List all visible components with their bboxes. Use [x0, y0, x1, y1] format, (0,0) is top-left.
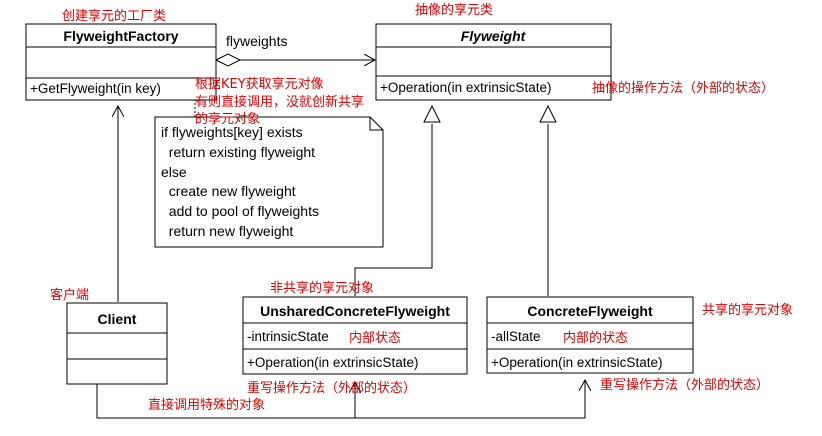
annotation-client: 客户端 — [50, 287, 89, 303]
concrete-operation: +Operation(in extrinsicState) — [491, 355, 662, 370]
flyweight-name: Flyweight — [461, 28, 527, 44]
class-concrete-flyweight[interactable]: ConcreteFlyweight -allState +Operation(i… — [486, 296, 694, 374]
annotation-intrinsic-state: 内部状态 — [349, 330, 401, 346]
class-unshared-concrete-flyweight[interactable]: UnsharedConcreteFlyweight -intrinsicStat… — [242, 296, 468, 375]
client-name: Client — [98, 311, 137, 327]
annotation-unshared-override: 重写操作方法（外部的状态） — [247, 380, 416, 396]
note-line: if flyweights[key] exists — [161, 124, 303, 140]
unshared-operation: +Operation(in extrinsicState) — [247, 355, 418, 370]
unshared-name: UnsharedConcreteFlyweight — [260, 303, 450, 319]
aggregation-diamond-icon — [214, 53, 242, 67]
annotation-get-flyweight: 根据KEY获取享元对像 — [195, 76, 324, 92]
intrinsic-state-attribute: -intrinsicState — [247, 329, 329, 344]
concrete-generalization-triangle-icon — [539, 104, 557, 123]
all-state-attribute: -allState — [491, 329, 541, 344]
annotation-get-flyweight: 有则直接调用，没就创新共享 — [195, 94, 364, 110]
annotation-concrete: 共享的享元对象 — [702, 302, 793, 318]
annotation-concrete-override: 重写操作方法（外部的状态） — [600, 377, 769, 393]
note-line: create new flyweight — [161, 183, 296, 199]
annotation-direct-call: 直接调用特殊的对象 — [148, 397, 265, 413]
note-line: add to pool of flyweights — [161, 203, 319, 219]
flyweight-factory-name: FlyweightFactory — [63, 28, 178, 44]
class-flyweight-factory[interactable]: FlyweightFactory +GetFlyweight(in key) — [25, 23, 217, 101]
annotation-factory: 创建享元的工厂类 — [62, 8, 166, 24]
annotation-get-flyweight: 的享元对象 — [195, 111, 260, 127]
note-line: else — [161, 164, 187, 180]
annotation-all-state: 内部的状态 — [563, 330, 628, 346]
note-line: return existing flyweight — [161, 144, 315, 160]
client-to-concrete-arrow — [355, 380, 585, 419]
annotation-abstract-operation: 抽像的操作方法（外部的状态） — [592, 80, 774, 96]
flyweight-operation: +Operation(in extrinsicState) — [380, 80, 551, 95]
client-to-unshared-arrow — [96, 382, 355, 419]
class-flyweight[interactable]: Flyweight +Operation(in extrinsicState) — [375, 23, 612, 101]
note-line: return new flyweight — [161, 223, 293, 239]
factory-logic-note: if flyweights[key] exists return existin… — [154, 116, 384, 248]
association-label: flyweights — [226, 33, 287, 49]
annotation-flyweight: 抽像的享元类 — [415, 2, 493, 18]
get-flyweight-operation: +GetFlyweight(in key) — [30, 81, 161, 96]
unshared-generalization-line — [354, 124, 433, 296]
annotation-unshared: 非共享的享元对象 — [270, 280, 374, 296]
unshared-generalization-triangle-icon — [423, 104, 441, 123]
concrete-name: ConcreteFlyweight — [527, 303, 653, 319]
class-client[interactable]: Client — [66, 302, 168, 385]
